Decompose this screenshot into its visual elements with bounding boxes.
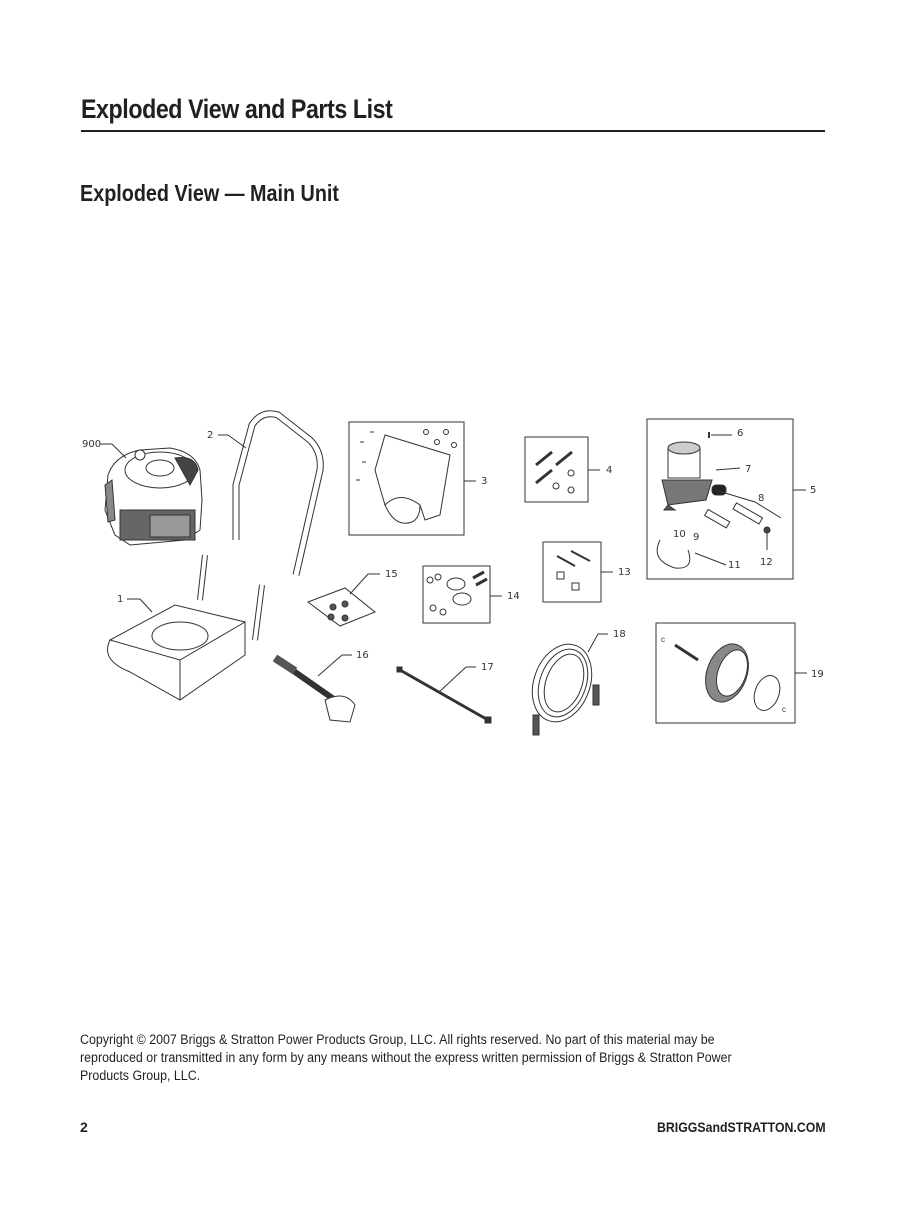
frame-illustration bbox=[107, 554, 265, 701]
website-url: BRIGGSandSTRATTON.COM bbox=[657, 1119, 826, 1135]
callout-13: 13 bbox=[618, 567, 631, 578]
hose-coil-illustration bbox=[531, 643, 600, 736]
callout-4: 4 bbox=[606, 465, 612, 476]
callout-8: 8 bbox=[758, 493, 764, 504]
callout-14: 14 bbox=[507, 591, 520, 602]
callout-19: 19 bbox=[811, 669, 824, 680]
pump-illustration bbox=[656, 441, 771, 569]
callout-3: 3 bbox=[481, 476, 487, 487]
engine-illustration bbox=[104, 447, 203, 546]
svg-text:c: c bbox=[782, 705, 786, 714]
callout-900: 900 bbox=[82, 439, 101, 450]
bracket-parts-box bbox=[348, 421, 465, 536]
callout-17: 17 bbox=[481, 662, 494, 673]
callout-18: 18 bbox=[613, 629, 626, 640]
callout-2: 2 bbox=[207, 430, 213, 441]
spray-gun-illustration bbox=[272, 654, 356, 723]
callout-12: 12 bbox=[760, 557, 773, 568]
callout-5: 5 bbox=[810, 485, 816, 496]
hose-hook-bracket-illustration bbox=[356, 429, 457, 524]
page-title: Exploded View and Parts List bbox=[81, 94, 393, 124]
pump-assembly-box bbox=[646, 418, 794, 580]
callout-11: 11 bbox=[728, 560, 741, 571]
section-title: Exploded View — Main Unit bbox=[80, 180, 340, 206]
wheel-hardware-box bbox=[422, 565, 491, 624]
wheel-illustration: c c bbox=[661, 635, 786, 714]
spray-wand-illustration bbox=[396, 666, 492, 724]
callout-7: 7 bbox=[745, 464, 751, 475]
callout-15: 15 bbox=[385, 569, 398, 580]
callout-9: 9 bbox=[693, 532, 699, 543]
handle-illustration bbox=[232, 410, 324, 576]
callout-16: 16 bbox=[356, 650, 369, 661]
bolts-nuts-illustration bbox=[535, 450, 573, 485]
callout-6: 6 bbox=[737, 428, 743, 439]
hardware-bag-illustration bbox=[306, 587, 376, 627]
page-number: 2 bbox=[80, 1119, 88, 1135]
title-divider bbox=[81, 130, 825, 132]
bolts-illustration bbox=[556, 550, 591, 591]
copyright-notice: Copyright © 2007 Briggs & Stratton Power… bbox=[80, 1032, 732, 1083]
exploded-view-diagram: 900 2 3 4 6 7 8 9 10 11 bbox=[82, 410, 824, 736]
bearings-illustration bbox=[426, 570, 488, 616]
svg-text:c: c bbox=[661, 635, 665, 644]
hardware-kit-4-box bbox=[524, 436, 589, 503]
callout-10: 10 bbox=[673, 529, 686, 540]
callout-1: 1 bbox=[117, 594, 123, 605]
